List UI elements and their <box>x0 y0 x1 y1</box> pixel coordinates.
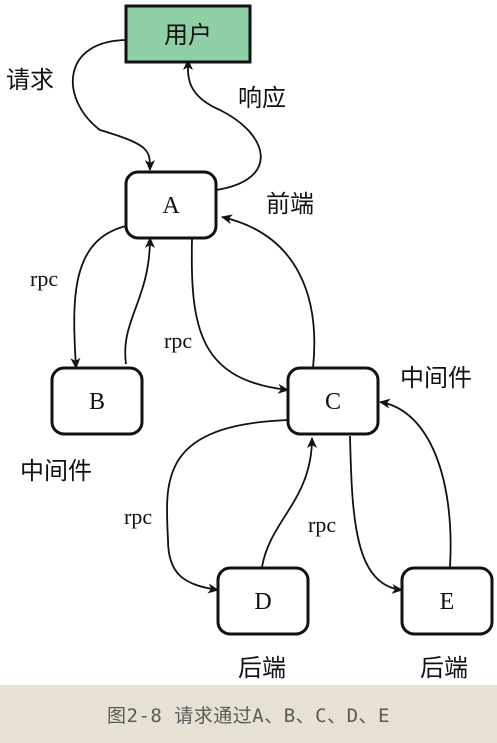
label-middleware-b: 中间件 <box>20 457 92 485</box>
node-user: 用户 <box>124 4 252 64</box>
node-d-label: D <box>254 589 271 615</box>
user-box <box>124 4 252 64</box>
node-b-box <box>50 366 144 436</box>
node-a-label: A <box>162 193 180 219</box>
node-c: C <box>286 366 380 436</box>
node-a: A <box>124 170 218 240</box>
node-e-box <box>400 566 494 636</box>
node-d: D <box>216 566 310 636</box>
edge-response-a-to-user <box>182 59 262 191</box>
edge-a-to-b <box>70 225 127 369</box>
label-rpc-cd-left: rpc <box>124 504 152 529</box>
edge-c-to-d <box>166 419 289 594</box>
label-request: 请求 <box>6 66 54 94</box>
edge-request-user-to-a <box>71 39 155 171</box>
label-backend-d: 后端 <box>238 654 286 682</box>
node-b-label: B <box>89 389 105 415</box>
node-c-box <box>286 366 380 436</box>
node-c-label: C <box>325 389 341 415</box>
node-a-box <box>124 170 218 240</box>
edge-d-to-c <box>261 437 317 568</box>
edge-b-to-a <box>124 237 155 365</box>
label-response: 响应 <box>238 84 286 112</box>
edge-a-to-c <box>190 238 289 394</box>
user-label: 用户 <box>164 21 212 49</box>
node-d-box <box>216 566 310 636</box>
caption-bar: 图2-8 请求通过A、B、C、D、E <box>0 685 497 743</box>
label-rpc-ac: rpc <box>164 328 192 353</box>
edges <box>70 39 452 594</box>
node-e: E <box>400 566 494 636</box>
edge-c-to-a <box>221 214 316 369</box>
label-frontend: 前端 <box>266 190 314 218</box>
figure-caption: 图2-8 请求通过A、B、C、D、E <box>107 704 390 727</box>
label-rpc-ab: rpc <box>30 266 58 291</box>
request-flow-diagram: 用户 A B C D E 请求 响应 前端 中间件 中间件 后端 后端 rpc … <box>6 4 494 682</box>
label-middleware-c: 中间件 <box>400 364 472 392</box>
edge-c-to-e <box>349 435 403 594</box>
node-b: B <box>50 366 144 436</box>
label-backend-e: 后端 <box>420 654 468 682</box>
node-e-label: E <box>440 589 455 615</box>
edge-e-to-c <box>379 398 452 568</box>
label-rpc-cd-right: rpc <box>308 512 336 537</box>
